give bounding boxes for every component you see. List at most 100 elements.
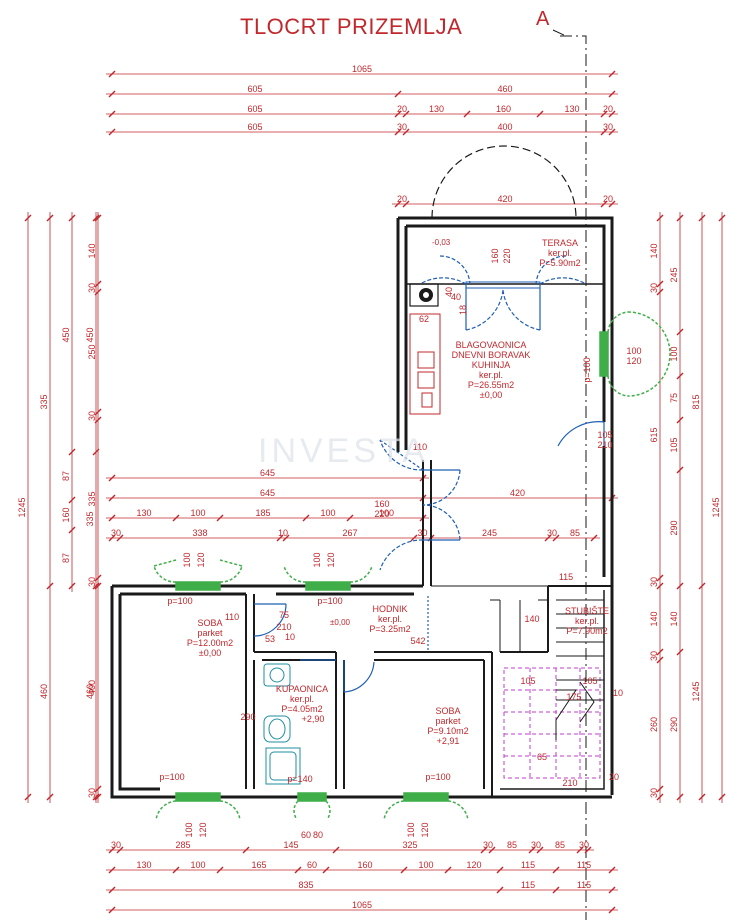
right-dim-1-tick bbox=[656, 656, 664, 664]
mid-dim-3-tick bbox=[346, 514, 354, 522]
room-area: P=7.90m2 bbox=[566, 626, 608, 636]
annotation-label: 175 bbox=[566, 692, 581, 702]
window-sill-label: p=100 bbox=[425, 772, 450, 782]
right-dim-2-tick bbox=[676, 372, 684, 380]
balcony-arc bbox=[431, 145, 577, 219]
mid-dim-3-tick bbox=[302, 514, 310, 522]
top-dim-3-tick bbox=[463, 110, 471, 118]
bottom-dim-2-label: 165 bbox=[251, 860, 266, 870]
top-dim-3-tick bbox=[394, 110, 402, 118]
window-height-label: 100 bbox=[184, 822, 194, 837]
right-dim-2-tick bbox=[676, 582, 684, 590]
mid-dim-3-label: 185 bbox=[255, 508, 270, 518]
right-dim-2-label: 290 bbox=[669, 520, 679, 535]
bottom-dim-2-tick bbox=[496, 866, 504, 874]
right-dim-1-label: 140 bbox=[649, 611, 659, 626]
right-dim-1-label: 30 bbox=[649, 651, 659, 661]
bottom-dim-3-label: 835 bbox=[298, 880, 313, 890]
top-dim-4-tick bbox=[402, 128, 410, 136]
left-dim-5-tick bbox=[94, 416, 102, 424]
bottom-dim-1-tick bbox=[576, 846, 584, 854]
section-marker: A bbox=[536, 8, 550, 30]
left-dim-5-label: 140 bbox=[87, 243, 97, 258]
balcony-dim-label: 20 bbox=[397, 194, 407, 204]
room-area: P=12.00m2 bbox=[186, 638, 234, 648]
window-height-label: 100 bbox=[312, 552, 322, 567]
bottom-dim-1-tick bbox=[332, 846, 340, 854]
window-sill-label: p=100 bbox=[582, 357, 592, 382]
left-dim-5-label: 30 bbox=[87, 283, 97, 293]
left-dim-5-tick bbox=[94, 574, 102, 582]
window-sill-label: p=140 bbox=[287, 774, 312, 784]
room-area: P=3.25m2 bbox=[369, 624, 411, 634]
annotation-label: 110 bbox=[225, 612, 239, 622]
mid-dim-1-tick bbox=[108, 474, 116, 482]
annotation-label: 75 bbox=[279, 610, 289, 620]
right-dim-2-label: 290 bbox=[669, 717, 679, 732]
bottom-dim-2-tick bbox=[216, 866, 224, 874]
bottom-dim-3-tick bbox=[496, 886, 504, 894]
left-dim-5-label: 30 bbox=[87, 788, 97, 798]
right-dim-2-label: 100 bbox=[669, 346, 679, 361]
room-level: ±0,00 bbox=[479, 390, 503, 400]
right-dim-2-tick bbox=[676, 466, 684, 474]
top-dim-3-label: 20 bbox=[397, 104, 407, 114]
room-floor: ker.pl. bbox=[478, 370, 503, 380]
top-dim-2-label: 460 bbox=[497, 84, 512, 94]
window-height-label: 120 bbox=[326, 552, 336, 567]
annotation-label: 20 bbox=[609, 772, 619, 782]
bottom-dim-1-label: 85 bbox=[555, 840, 565, 850]
level-terasa: -0,03 bbox=[432, 238, 451, 247]
room-name: SOBA bbox=[435, 706, 461, 716]
balcony-dim-tick bbox=[600, 200, 608, 208]
walls bbox=[110, 216, 614, 799]
room-area: P=4.05m2 bbox=[281, 704, 323, 714]
window-sill-label: p=100 bbox=[317, 596, 342, 606]
level-hodnik: ±0,00 bbox=[330, 618, 350, 627]
room-floor: ker.pl. bbox=[547, 248, 572, 258]
mid-dim-4-label: 30 bbox=[547, 528, 557, 538]
mid-dim-4-tick bbox=[590, 534, 598, 542]
mid-dim-3-tick bbox=[216, 514, 224, 522]
left-dim-3-label: 87 bbox=[61, 471, 71, 481]
bottom-dim-1-tick bbox=[116, 846, 124, 854]
left-dim-1-label: 1245 bbox=[17, 497, 27, 517]
annotation-label: 210 bbox=[562, 778, 577, 788]
bottom-dim-2-label: 60 bbox=[307, 860, 317, 870]
mid-dim-3-label: 100 bbox=[379, 508, 394, 518]
right-dim-1-tick bbox=[656, 288, 664, 296]
right-dim-1-tick bbox=[656, 785, 664, 793]
left-dim-4-label: 335 bbox=[85, 511, 95, 526]
bottom-dim-2-tick bbox=[172, 866, 180, 874]
left-dim-3-tick bbox=[68, 448, 76, 456]
kitchen-dim-label: 62 bbox=[419, 314, 429, 324]
bottom-dim-1-label: 325 bbox=[402, 840, 417, 850]
room-name: STUBIŠTE bbox=[564, 606, 609, 616]
window-height-label: 120 bbox=[198, 822, 208, 837]
right-dim-1-label: 30 bbox=[649, 788, 659, 798]
right-dim-3-tick bbox=[698, 214, 706, 222]
bottom-dim-2-label: 115 bbox=[577, 860, 591, 870]
top-dim-2-tick bbox=[394, 90, 402, 98]
right-dim-1-tick bbox=[656, 648, 664, 656]
mid-dim-4-tick bbox=[276, 534, 284, 542]
right-dim-3-tick bbox=[698, 582, 706, 590]
bottom-dim-1-label: 145 bbox=[283, 840, 298, 850]
top-dim-1-tick bbox=[108, 70, 116, 78]
annotation-label: 10 bbox=[613, 688, 623, 698]
bottom-dim-1-label: 30 bbox=[579, 840, 589, 850]
left-dim-4-label: 460 bbox=[85, 684, 95, 699]
window-width-label: 100 bbox=[626, 346, 641, 356]
right-dim-2-tick bbox=[676, 648, 684, 656]
bottom-dim-1-label: 85 bbox=[507, 840, 517, 850]
annotation-label: 115 bbox=[559, 572, 573, 582]
left-dim-5-tick bbox=[94, 785, 102, 793]
left-dim-2-label: 335 bbox=[39, 394, 49, 409]
mid-dim-2-label: 645 bbox=[260, 488, 275, 498]
right-dim-3-label: 815 bbox=[691, 394, 701, 409]
windows bbox=[153, 311, 671, 821]
top-dim-3-label: 20 bbox=[603, 104, 613, 114]
bottom-dim-1-label: 30 bbox=[111, 840, 121, 850]
left-dim-3-tick bbox=[68, 526, 76, 534]
mid-dim-4-tick bbox=[544, 534, 552, 542]
